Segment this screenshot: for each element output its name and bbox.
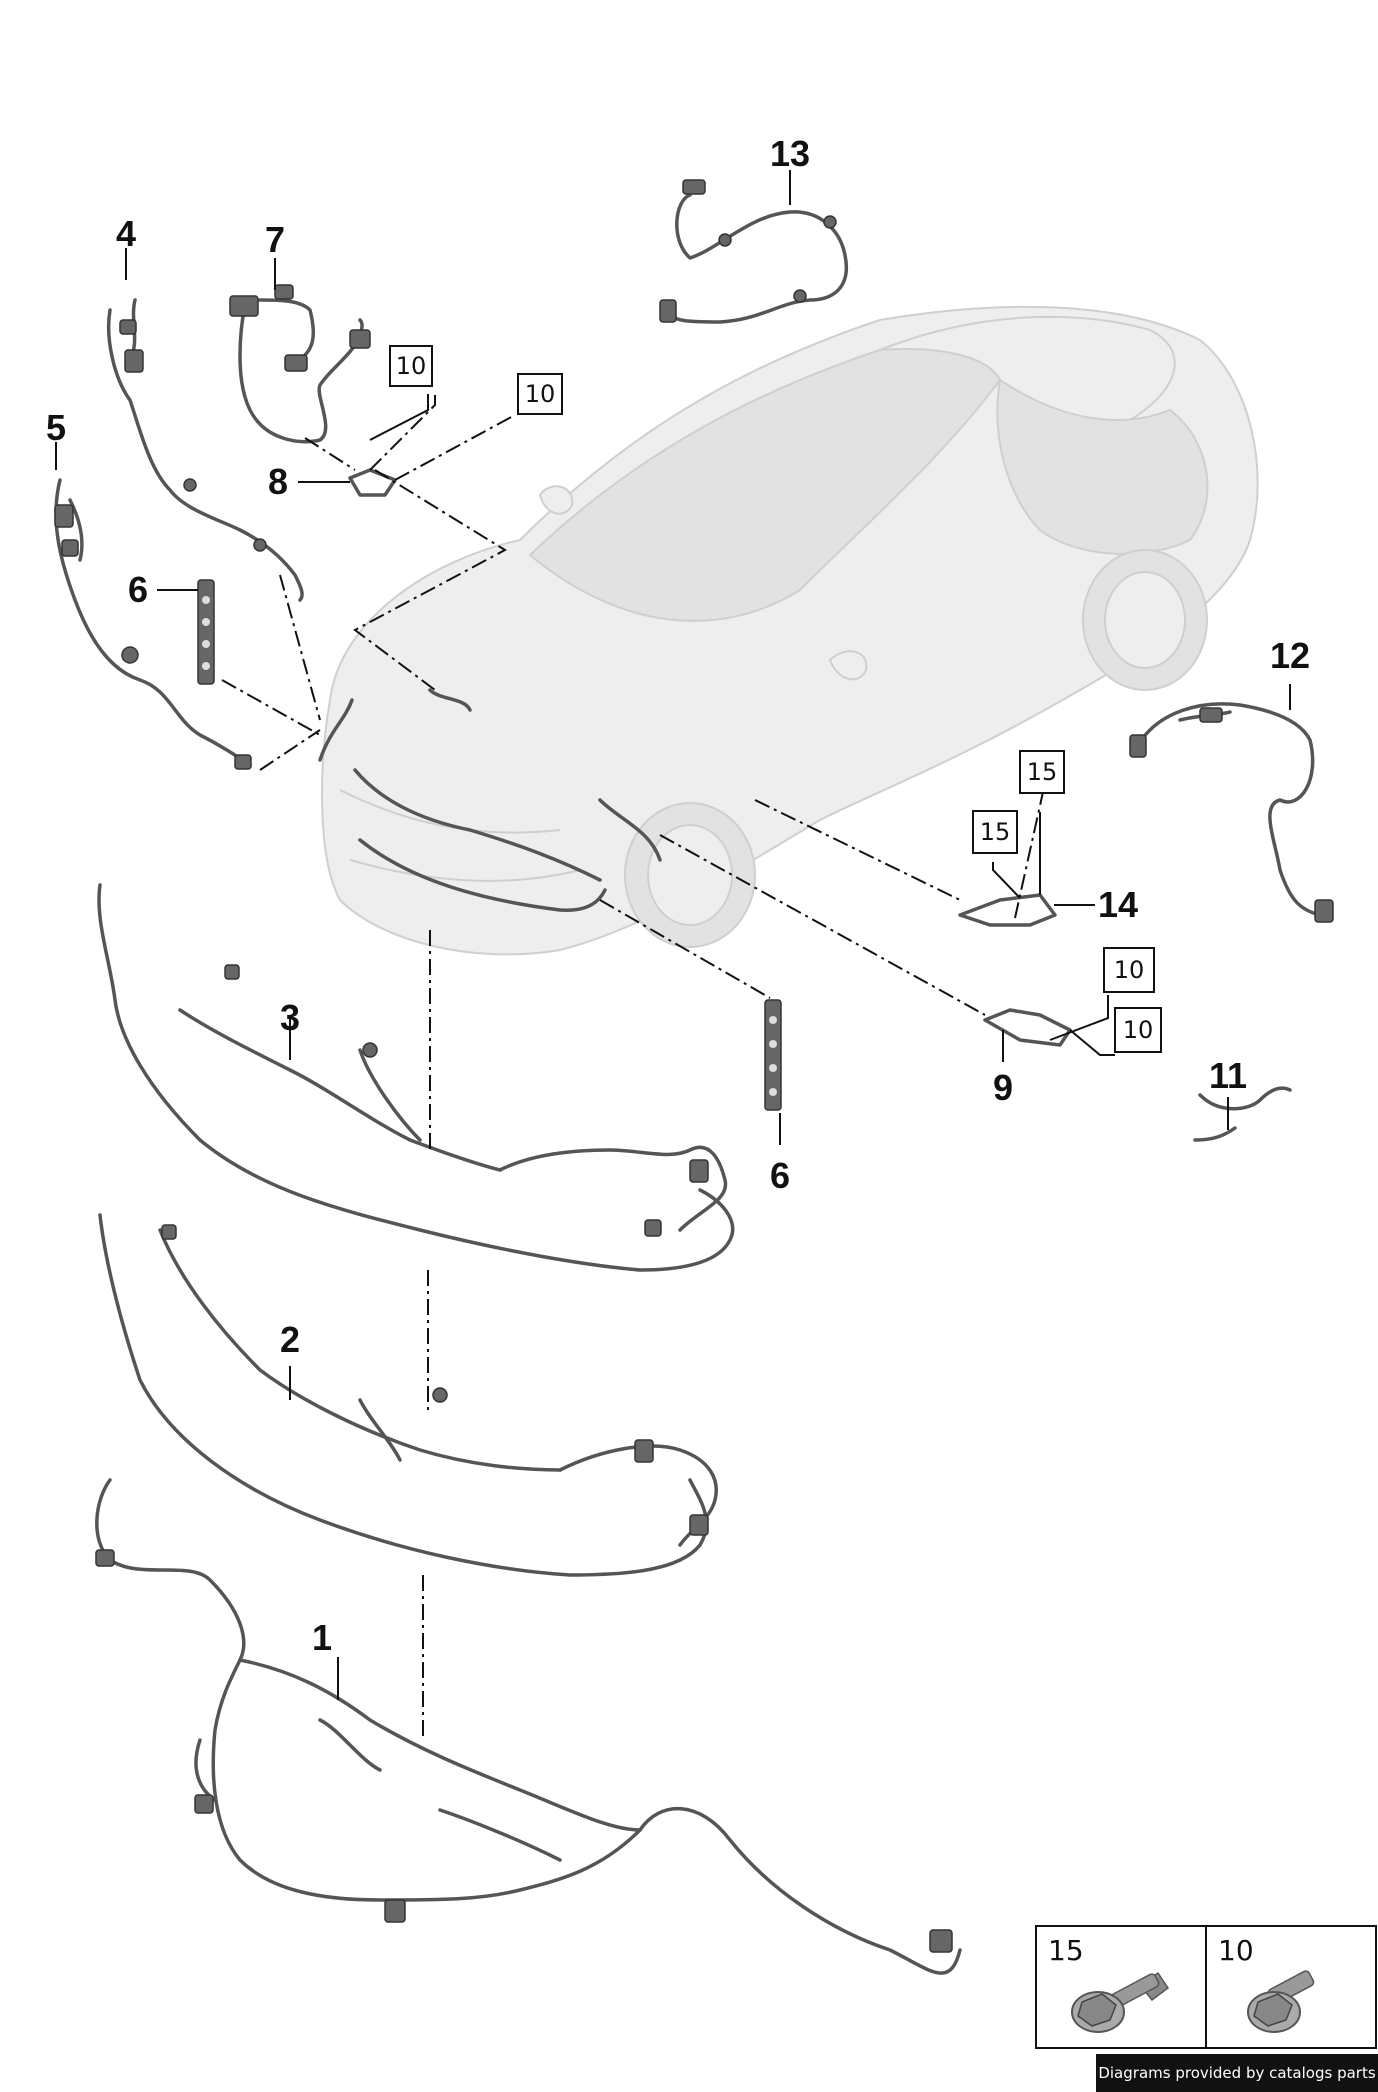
callout-12: 12 bbox=[1270, 635, 1310, 676]
part-5-harness bbox=[54, 478, 252, 770]
callout-14: 14 bbox=[1098, 884, 1138, 925]
boxed-ref-15b: 15 bbox=[980, 818, 1011, 846]
part-12-harness bbox=[1129, 702, 1334, 923]
callout-1: 1 bbox=[312, 1617, 332, 1658]
callout-labels: 1 2 3 4 5 6 6 7 8 9 11 12 13 14 bbox=[46, 133, 1310, 1658]
bolt-flange-short-icon bbox=[1247, 1970, 1315, 2033]
diagram-credit-footer: Diagrams provided by catalogs parts bbox=[1096, 2054, 1378, 2092]
callout-9: 9 bbox=[993, 1067, 1013, 1108]
boxed-ref-15a: 15 bbox=[1027, 758, 1058, 786]
part-1-harness bbox=[95, 1478, 962, 1975]
callout-13: 13 bbox=[770, 133, 810, 174]
callout-6-upper: 6 bbox=[128, 569, 148, 610]
legend-label-10: 10 bbox=[1218, 1934, 1254, 1967]
callout-2: 2 bbox=[280, 1319, 300, 1360]
part-9-bracket bbox=[983, 1008, 1072, 1047]
boxed-ref-10a: 10 bbox=[396, 352, 427, 380]
callout-6-lower: 6 bbox=[770, 1155, 790, 1196]
boxed-ref-10d: 10 bbox=[1123, 1016, 1154, 1044]
hardware-legend: 15 10 bbox=[1035, 1925, 1377, 2049]
callout-5: 5 bbox=[46, 407, 66, 448]
legend-label-15: 15 bbox=[1048, 1934, 1084, 1967]
part-7-harness bbox=[229, 284, 371, 444]
callout-4: 4 bbox=[116, 213, 136, 254]
part-2-harness bbox=[98, 1213, 718, 1577]
part-8-bracket bbox=[348, 468, 397, 497]
callout-7: 7 bbox=[265, 219, 285, 260]
callout-3: 3 bbox=[280, 997, 300, 1038]
boxed-ref-10c: 10 bbox=[1114, 956, 1145, 984]
part-6-connector-lower bbox=[764, 999, 782, 1111]
part-14-bracket bbox=[958, 893, 1057, 927]
part-6-connector-upper bbox=[197, 579, 215, 685]
boxed-ref-10b: 10 bbox=[525, 380, 556, 408]
part-11-harness bbox=[1193, 1086, 1292, 1142]
leader-lines bbox=[55, 170, 1291, 1700]
part-13-harness bbox=[659, 179, 849, 324]
part-3-harness bbox=[97, 883, 735, 1272]
callout-11: 11 bbox=[1209, 1055, 1247, 1096]
vehicle-illustration bbox=[318, 305, 1259, 956]
reference-lines bbox=[221, 395, 1044, 1740]
bolt-flange-long-icon bbox=[1071, 1971, 1170, 2033]
boxed-references: 10 10 15 15 10 10 bbox=[389, 345, 1162, 1053]
part-4-harness bbox=[106, 298, 304, 602]
callout-8: 8 bbox=[268, 461, 288, 502]
